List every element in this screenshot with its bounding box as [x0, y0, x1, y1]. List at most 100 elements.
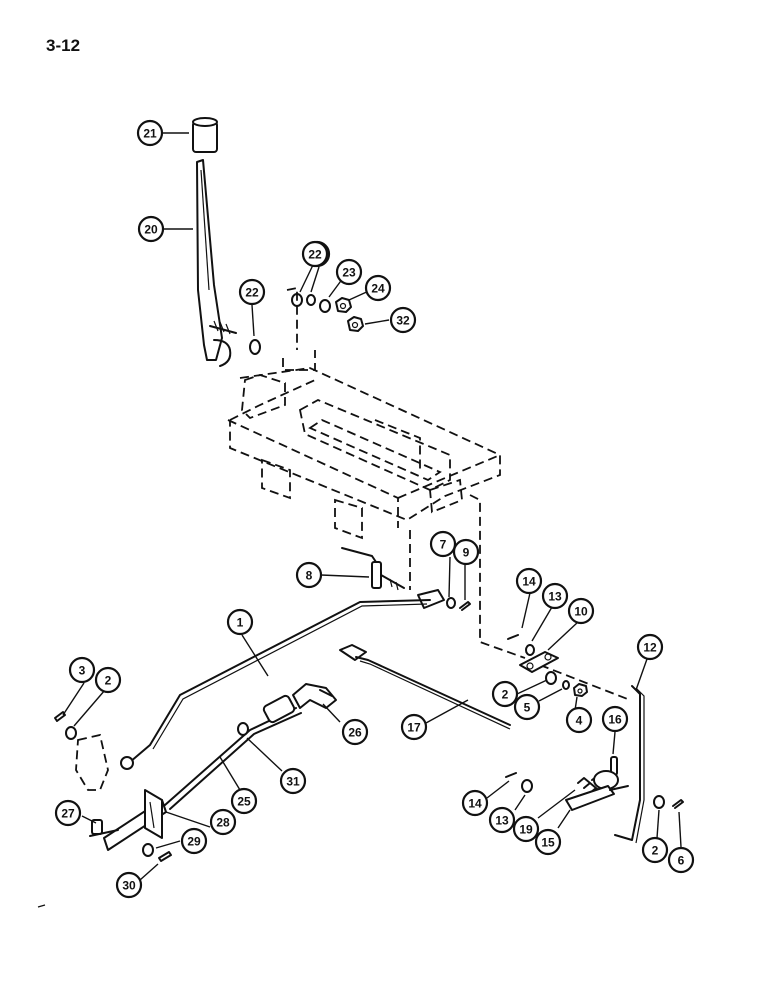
callout-circle	[389, 306, 417, 334]
parts-drawing	[37, 117, 684, 908]
washer-part	[306, 294, 316, 306]
callout-4: 4	[565, 706, 593, 734]
callout-circle	[513, 693, 541, 721]
callout-label: 23	[342, 266, 356, 280]
shift-console-outline	[227, 286, 631, 701]
rod-part	[129, 599, 431, 763]
nut-part	[335, 297, 352, 313]
washer-part	[653, 795, 665, 809]
pin-part	[89, 819, 119, 837]
lever-part	[565, 770, 629, 811]
callout-28: 28	[209, 808, 237, 836]
callout-circle	[636, 633, 664, 661]
callout-16: 16	[601, 705, 629, 733]
callout-label: 19	[519, 823, 533, 837]
callout-circle	[534, 828, 562, 856]
callout-32: 32	[389, 306, 417, 334]
callout-circle	[400, 713, 428, 741]
callout-25: 25	[230, 787, 258, 815]
callout-30: 30	[115, 871, 143, 899]
callout-circle	[68, 656, 96, 684]
washer-part	[319, 299, 331, 313]
callout-circle	[137, 215, 165, 243]
callout-circle	[341, 718, 369, 746]
callout-label: 3	[79, 664, 86, 678]
clip-part	[54, 711, 66, 722]
callout-14: 14	[515, 567, 543, 595]
callout-label: 2	[105, 674, 112, 688]
callout-label: 30	[122, 879, 136, 893]
callout-circle	[136, 119, 164, 147]
callout-20: 20	[137, 215, 165, 243]
callout-label: 12	[643, 641, 657, 655]
callout-label: 14	[522, 575, 536, 589]
bracket-outline	[75, 733, 109, 791]
callout-circle	[94, 666, 122, 694]
pin-part	[417, 589, 445, 609]
callout-label: 16	[608, 713, 622, 727]
callout-label: 10	[574, 605, 588, 619]
callout-label: 32	[396, 314, 410, 328]
callout-circle	[541, 582, 569, 610]
callout-23: 23	[335, 258, 363, 286]
callout-circle	[512, 815, 540, 843]
callout-circle	[667, 846, 695, 874]
callout-circle	[515, 567, 543, 595]
callout-label: 7	[440, 538, 447, 552]
pin-part	[507, 634, 519, 640]
rod-part	[339, 644, 511, 730]
callout-label: 13	[548, 590, 562, 604]
callout-label: 22	[308, 248, 322, 262]
callout-label: 8	[306, 569, 313, 583]
callout-17: 17	[400, 713, 428, 741]
washer-part	[249, 339, 261, 355]
nut-part	[573, 683, 588, 697]
callout-9: 9	[452, 538, 480, 566]
callout-label: 17	[407, 721, 421, 735]
callout-circle	[301, 240, 329, 268]
callout-label: 24	[371, 282, 385, 296]
callout-1: 1	[226, 608, 254, 636]
callout-circle	[238, 278, 266, 306]
callout-label: 22	[245, 286, 259, 300]
callout-27: 27	[54, 799, 82, 827]
callout-label: 27	[61, 807, 75, 821]
callout-circle	[54, 799, 82, 827]
callout-label: 14	[468, 797, 482, 811]
callout-19: 19	[512, 815, 540, 843]
callout-label: 6	[678, 854, 685, 868]
callout-2: 2	[641, 836, 669, 864]
callout-label: 1	[237, 616, 244, 630]
callout-12: 12	[636, 633, 664, 661]
washer-part	[521, 779, 533, 793]
callout-13: 13	[488, 806, 516, 834]
callout-circle	[335, 258, 363, 286]
clip-part	[459, 601, 471, 611]
callout-label: 2	[502, 688, 509, 702]
clip-part	[672, 799, 684, 809]
cable-bracket-part	[103, 789, 167, 851]
callout-label: 31	[286, 775, 300, 789]
callout-circle	[209, 808, 237, 836]
callout-label: 28	[216, 816, 230, 830]
callout-7: 7	[429, 530, 457, 558]
clip-part	[158, 851, 172, 862]
callout-label: 20	[144, 223, 158, 237]
callout-6: 6	[667, 846, 695, 874]
cable-part	[164, 683, 337, 810]
callout-circle	[567, 597, 595, 625]
pin-part	[505, 772, 517, 778]
callout-circle	[565, 706, 593, 734]
callout-circle	[180, 827, 208, 855]
callout-circle	[452, 538, 480, 566]
callout-29: 29	[180, 827, 208, 855]
callout-31: 31	[279, 767, 307, 795]
callout-22: 22	[238, 278, 266, 306]
callout-label: 5	[524, 701, 531, 715]
callout-2: 2	[491, 680, 519, 708]
callout-circle	[295, 561, 323, 589]
page-number: 3-12	[46, 36, 81, 55]
callout-24: 24	[364, 274, 392, 302]
rod-part	[614, 685, 645, 844]
